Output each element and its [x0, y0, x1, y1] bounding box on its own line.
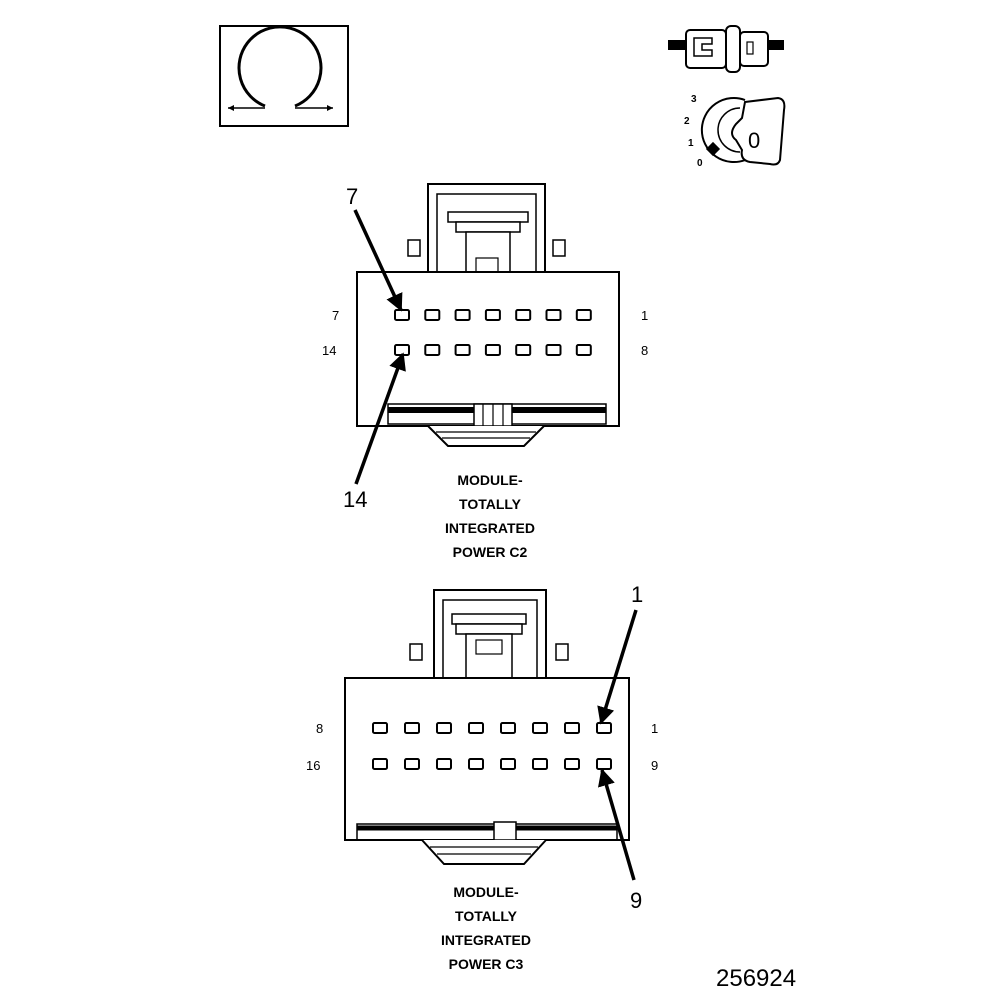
c2-pin-label-bottom-right: 8	[641, 343, 648, 358]
c3-pin-cavity-r2-3	[436, 758, 452, 770]
c3-pin-cavity-r1-2	[404, 722, 420, 734]
figure-id: 256924	[716, 965, 796, 992]
c2-pin-cavity-r2-6	[545, 344, 562, 356]
c2-callout-lower: 14	[343, 487, 367, 512]
c2-pin-cavity-r1-5	[515, 309, 532, 321]
c3-pin-label-bottom-right: 9	[651, 758, 658, 773]
c3-callout-lower: 9	[630, 888, 642, 913]
c3-caption-line-1: MODULE-	[453, 884, 519, 900]
c2-caption-line-2: TOTALLY	[459, 496, 521, 512]
c2-callout-upper-arrow	[353, 209, 403, 312]
c2-pin-cavity-r2-4	[484, 344, 501, 356]
c3-pin-cavity-r1-3	[436, 722, 452, 734]
c3-callout-upper-arrow	[597, 609, 638, 725]
c2-pin-cavity-r2-7	[575, 344, 592, 356]
ohm-meter-icon	[219, 25, 349, 127]
c3-pin-cavity-r2-1	[372, 758, 388, 770]
c2-pin-cavity-r1-4	[484, 309, 501, 321]
c2-caption: MODULE- TOTALLY INTEGRATED POWER C2	[400, 468, 580, 564]
c2-pin-cavity-r1-6	[545, 309, 562, 321]
c2-pin-cavity-r2-1	[394, 344, 410, 356]
c3-pin-cavity-r2-7	[564, 758, 580, 770]
c2-pin-cavity-r1-7	[575, 309, 592, 321]
c3-pin-cavity-r2-2	[404, 758, 420, 770]
c2-pin-cavity-r1-3	[454, 309, 471, 321]
c3-pin-cavity-r2-6	[532, 758, 548, 770]
c3-pin-cavity-r2-4	[468, 758, 484, 770]
key-position-2: 2	[684, 116, 690, 127]
key-position-1: 1	[688, 138, 694, 149]
c3-caption: MODULE- TOTALLY INTEGRATED POWER C3	[396, 880, 576, 976]
c2-pin-cavity-r2-5	[515, 344, 532, 356]
c3-pin-cavity-r2-5	[500, 758, 516, 770]
c3-pin-cavity-r1-1	[372, 722, 388, 734]
c2-pin-label-top-left: 7	[332, 308, 339, 323]
c3-pin-label-top-right: 1	[651, 721, 658, 736]
c3-pin-label-top-left: 8	[316, 721, 323, 736]
c3-callout-upper: 1	[631, 582, 643, 607]
connector-c2: 7 1 14 8 7 14	[322, 183, 648, 512]
ignition-key-icon: 0 3 2 1 0	[684, 94, 786, 169]
c3-pin-cavity-r1-6	[532, 722, 548, 734]
c2-caption-line-1: MODULE-	[457, 472, 523, 488]
c3-pin-cavity-r1-5	[500, 722, 516, 734]
connector-c3: 8 1 16 9 1 9	[306, 582, 658, 913]
c2-pin-label-top-right: 1	[641, 308, 648, 323]
c2-pin-cavities	[394, 309, 592, 356]
ignition-key-label: 0	[748, 128, 760, 153]
c3-pin-cavity-r1-4	[468, 722, 484, 734]
c3-caption-line-3: INTEGRATED	[441, 932, 531, 948]
c3-caption-line-4: POWER C3	[448, 956, 524, 972]
c3-pin-cavity-r1-7	[564, 722, 580, 734]
c2-pin-cavity-r1-2	[424, 309, 441, 321]
c2-caption-line-3: INTEGRATED	[445, 520, 535, 536]
c3-pin-cavities	[372, 722, 612, 770]
c3-pin-cavity-r1-8	[596, 722, 612, 734]
c2-callout-upper: 7	[346, 184, 358, 209]
c2-pin-label-bottom-left: 14	[322, 343, 336, 358]
c2-pin-cavity-r2-3	[454, 344, 471, 356]
key-position-0: 0	[697, 158, 703, 169]
c2-pin-cavity-r1-1	[394, 309, 410, 321]
c3-pin-label-bottom-left: 16	[306, 758, 320, 773]
c3-caption-line-2: TOTALLY	[455, 908, 517, 924]
connector-plug-icon	[668, 25, 784, 73]
c2-pin-cavity-r2-2	[424, 344, 441, 356]
c2-caption-line-4: POWER C2	[452, 544, 528, 560]
c3-pin-cavity-r2-8	[596, 758, 612, 770]
c2-callout-lower-arrow	[354, 352, 406, 485]
c3-callout-lower-arrow	[597, 768, 636, 881]
key-position-3: 3	[691, 94, 697, 105]
